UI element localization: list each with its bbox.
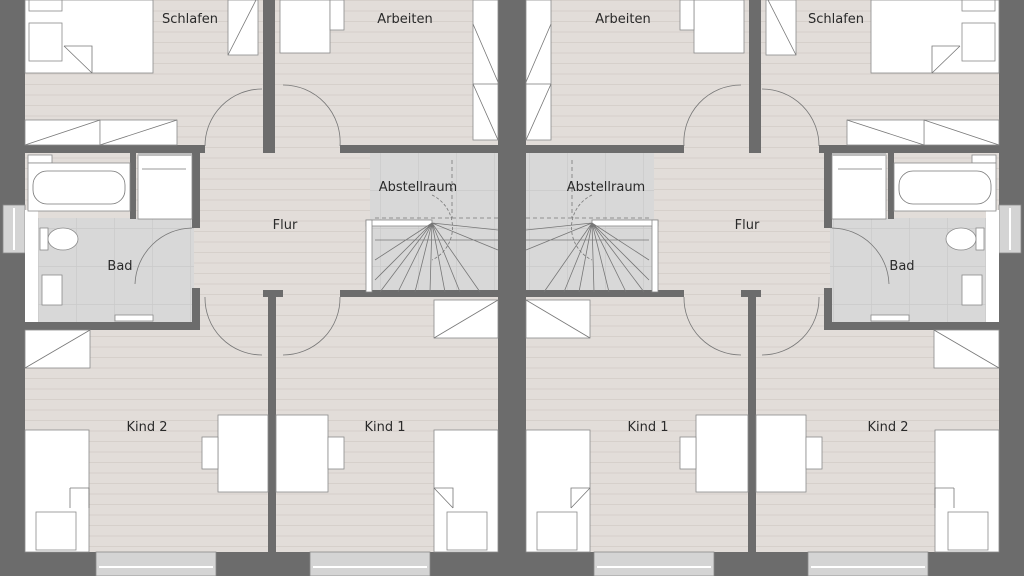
room-label-abstellraum: Abstellraum [379,180,457,195]
left-unit-drawing [0,0,513,576]
room-label-flur: Flur [735,218,760,233]
room-label-schlafen: Schlafen [162,12,218,27]
room-label-arbeiten: Arbeiten [377,12,432,27]
room-label-bad: Bad [889,259,914,274]
room-label-bad: Bad [107,259,132,274]
room-label-kind-2: Kind 2 [867,420,908,435]
room-label-abstellraum: Abstellraum [567,180,645,195]
room-label-arbeiten: Arbeiten [595,12,650,27]
room-label-schlafen: Schlafen [808,12,864,27]
room-label-kind-2: Kind 2 [126,420,167,435]
room-label-flur: Flur [273,218,298,233]
room-label-kind-1: Kind 1 [627,420,668,435]
right-unit-drawing [511,0,1024,576]
room-label-kind-1: Kind 1 [364,420,405,435]
